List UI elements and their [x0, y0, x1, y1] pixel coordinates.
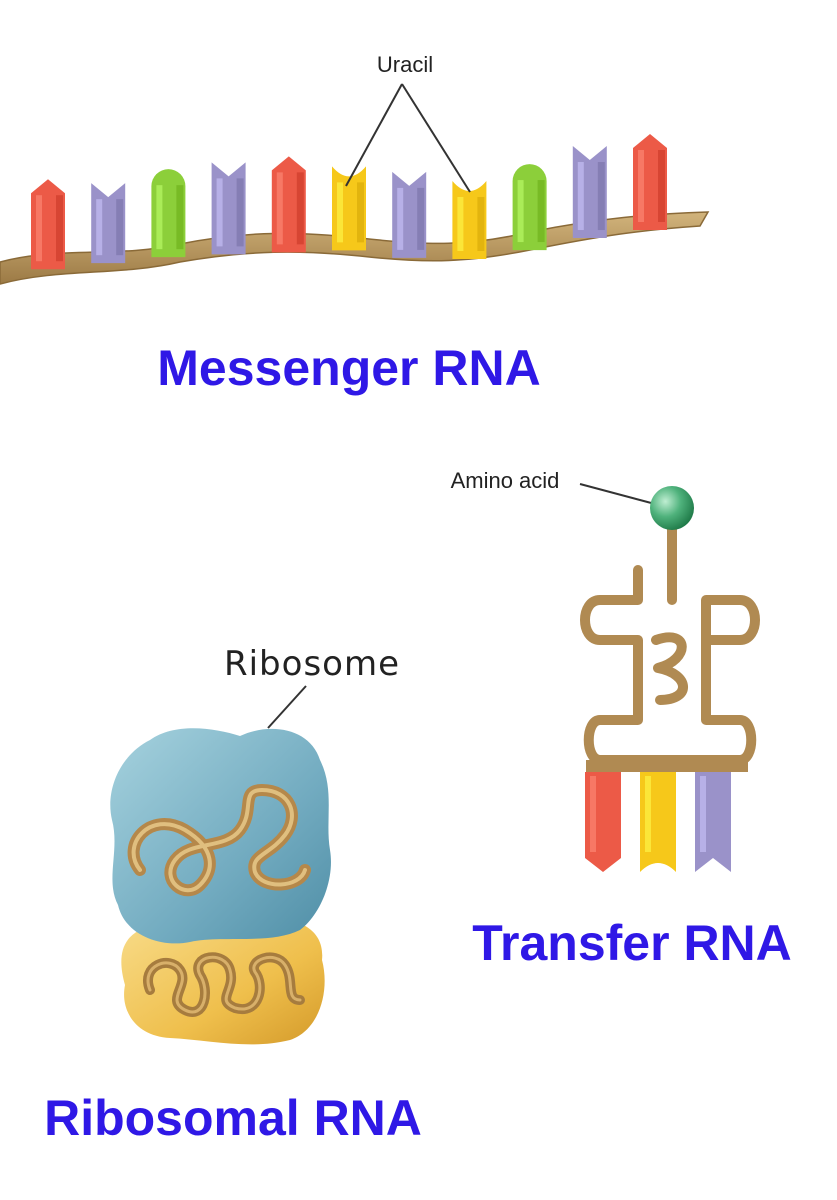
ribosome-pointer-line	[267, 685, 307, 729]
ribosomal-rna-title: Ribosomal RNA	[44, 1090, 422, 1146]
amino-acid-icon	[650, 486, 694, 530]
trna-base-highlight	[700, 776, 706, 852]
trna-anticodon-bases	[585, 772, 731, 872]
transfer-rna-group: Amino acid Transfer RNA	[451, 468, 792, 971]
mrna-base-shadow	[176, 185, 184, 250]
mrna-base-shadow	[658, 150, 665, 222]
mrna-base-highlight	[96, 199, 103, 256]
mrna-base-shadow	[537, 180, 545, 243]
transfer-rna-title: Transfer RNA	[472, 915, 792, 971]
mrna-base-shadow	[597, 162, 605, 231]
trna-base-highlight	[590, 776, 596, 852]
rrna-ribbon-large-highlight	[131, 788, 307, 893]
mrna-bases	[31, 134, 667, 270]
mrna-base-shadow	[357, 182, 364, 243]
uracil-pointer-line	[401, 83, 471, 193]
mrna-base-highlight	[276, 172, 283, 245]
ribosome-label: Ribosome	[224, 644, 400, 684]
mrna-base-highlight	[397, 187, 404, 250]
ribosomal-rna-group: Ribosome Ribosomal RNA	[44, 644, 422, 1146]
mrna-base-shadow	[477, 197, 485, 252]
mrna-base-highlight	[577, 162, 584, 231]
messenger-rna-title: Messenger RNA	[157, 340, 540, 396]
mrna-base-highlight	[36, 195, 42, 262]
messenger-rna-group: Uracil Messenger RNA	[0, 52, 710, 396]
trna-base-highlight	[645, 776, 651, 852]
mrna-base-shadow	[236, 178, 244, 247]
mrna-base-highlight	[457, 197, 464, 252]
rrna-ribbon-small-highlight	[146, 955, 302, 1014]
mrna-base-shadow	[417, 187, 425, 250]
mrna-base-shadow	[296, 172, 304, 245]
mrna-base-shadow	[56, 195, 63, 262]
trna-cloverleaf	[580, 565, 760, 765]
mrna-base-highlight	[638, 150, 644, 222]
amino-acid-label: Amino acid	[451, 468, 560, 493]
mrna-base-highlight	[517, 180, 524, 243]
mrna-base-shadow	[116, 199, 124, 256]
amino-acid-pointer-line	[579, 483, 656, 505]
mrna-base-highlight	[216, 178, 223, 247]
ribosome-small-subunit	[121, 917, 325, 1045]
trna-anticodon-bar	[586, 760, 748, 772]
uracil-pointer-line	[345, 83, 403, 187]
uracil-label: Uracil	[377, 52, 433, 77]
mrna-base-highlight	[337, 182, 343, 243]
mrna-base-highlight	[156, 185, 163, 250]
